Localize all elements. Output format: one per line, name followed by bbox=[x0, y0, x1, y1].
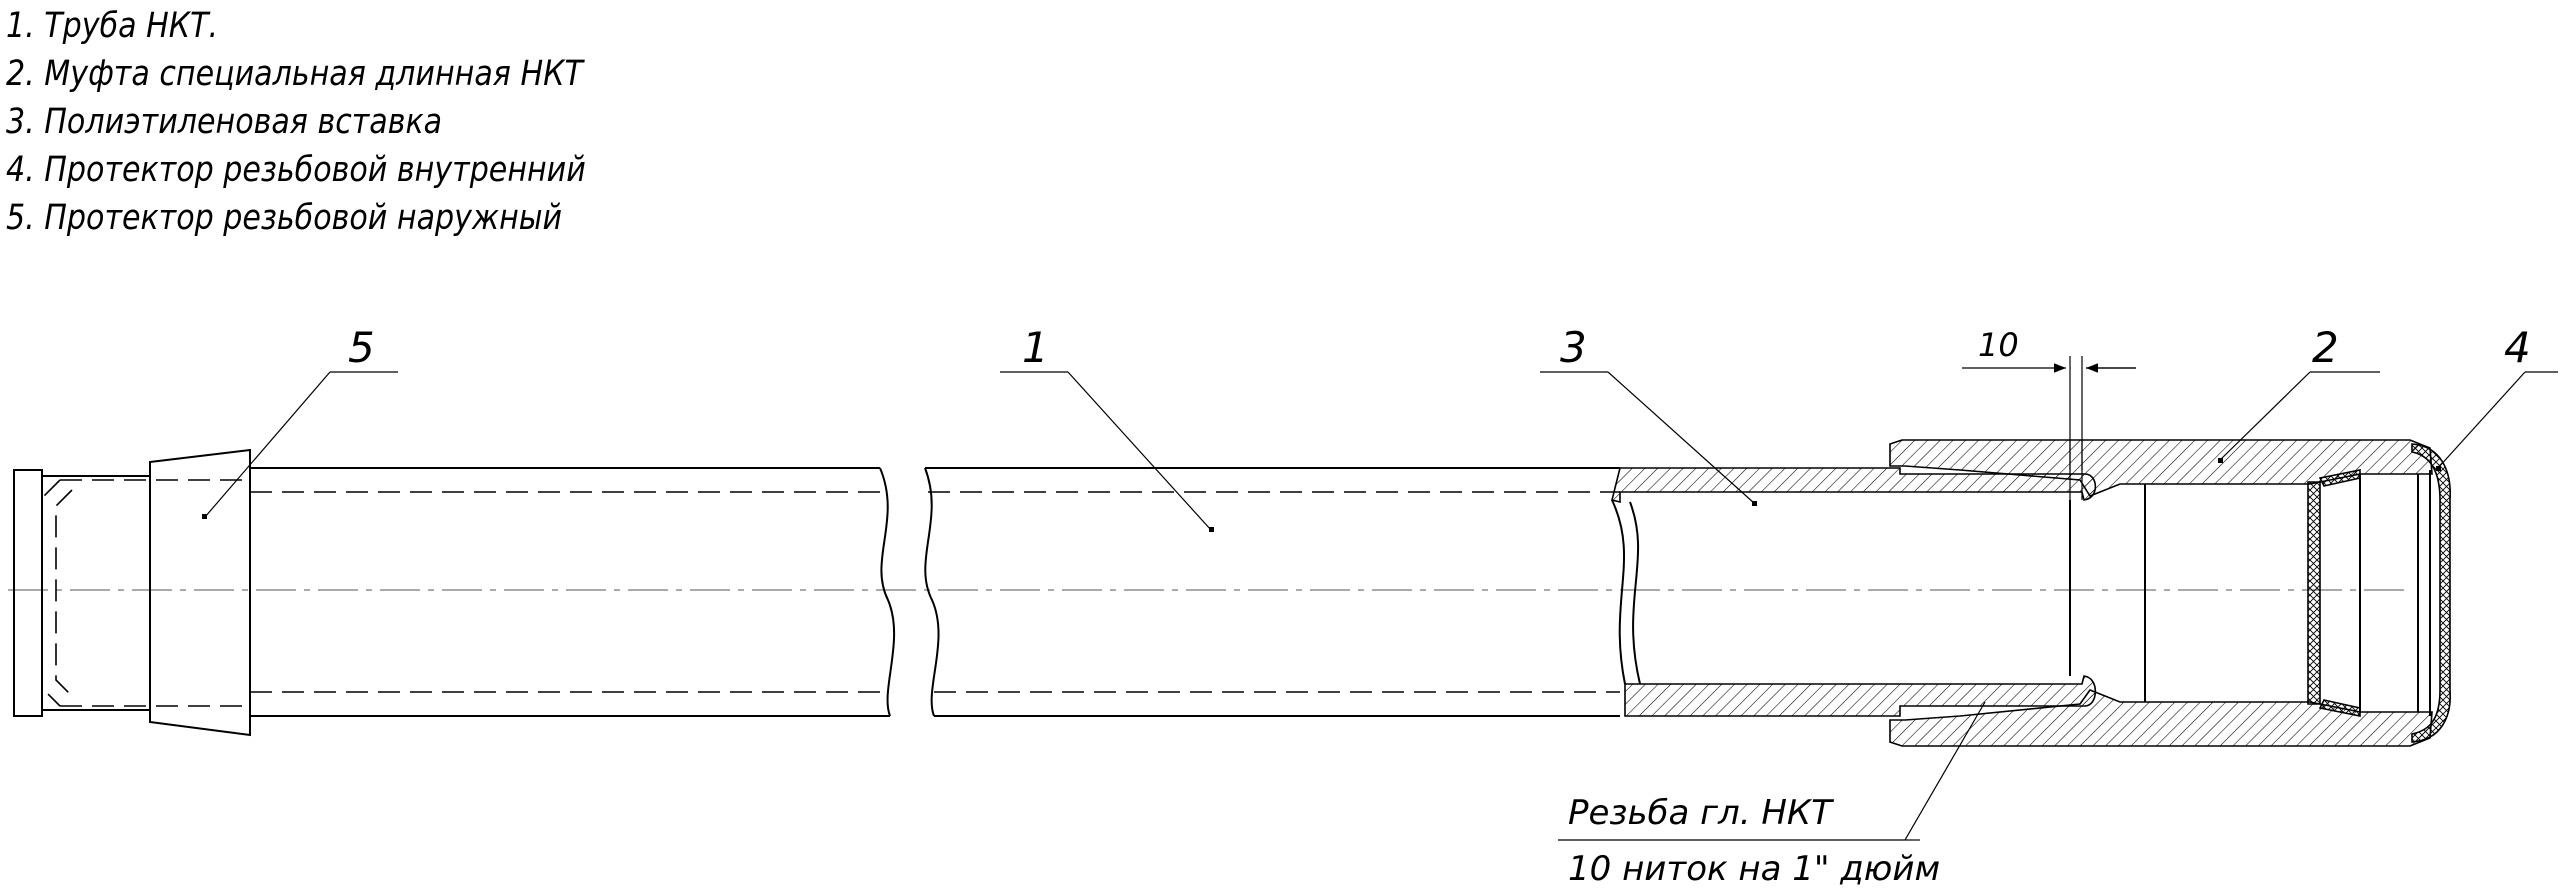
tubing-pipe bbox=[250, 467, 1620, 717]
special-long-coupling bbox=[1889, 439, 2433, 747]
dimension-value: 10 bbox=[1978, 326, 2019, 364]
leader-line-5 bbox=[204, 371, 331, 518]
leader-line-3 bbox=[1607, 371, 1755, 504]
thread-note-line-1: Резьба гл. НКТ bbox=[1568, 793, 1834, 833]
legend-item-3: 3. Полиэтиленовая вставка bbox=[6, 102, 443, 142]
callout-3: 3 bbox=[1560, 323, 1587, 372]
callout-2: 2 bbox=[2312, 323, 2339, 372]
callout-4: 4 bbox=[2504, 323, 2531, 372]
thread-note: Резьба гл. НКТ 10 ниток на 1" дюйм bbox=[1558, 701, 1986, 889]
callout-1: 1 bbox=[1022, 323, 1049, 372]
legend-item-2: 2. Муфта специальная длинная НКТ bbox=[6, 54, 583, 94]
legend-item-5: 5. Протектор резьбовой наружный bbox=[6, 198, 563, 238]
dimension-10: 10 bbox=[1962, 326, 2136, 470]
parts-legend: 1. Труба НКТ. 2. Муфта специальная длинн… bbox=[6, 2, 586, 242]
legend-item-1: 1. Труба НКТ. bbox=[6, 6, 219, 46]
external-thread-protector bbox=[13, 448, 251, 737]
leader-line-4 bbox=[2437, 371, 2526, 469]
internal-thread-protector bbox=[2307, 443, 2451, 743]
thread-note-line-2: 10 ниток на 1" дюйм bbox=[1568, 849, 1940, 889]
callout-5: 5 bbox=[348, 323, 375, 372]
leader-line-1 bbox=[1067, 371, 1212, 531]
legend-item-4: 4. Протектор резьбовой внутренний bbox=[6, 150, 586, 190]
polyethylene-insert bbox=[1611, 467, 2097, 717]
leader-line-2 bbox=[2219, 371, 2311, 461]
